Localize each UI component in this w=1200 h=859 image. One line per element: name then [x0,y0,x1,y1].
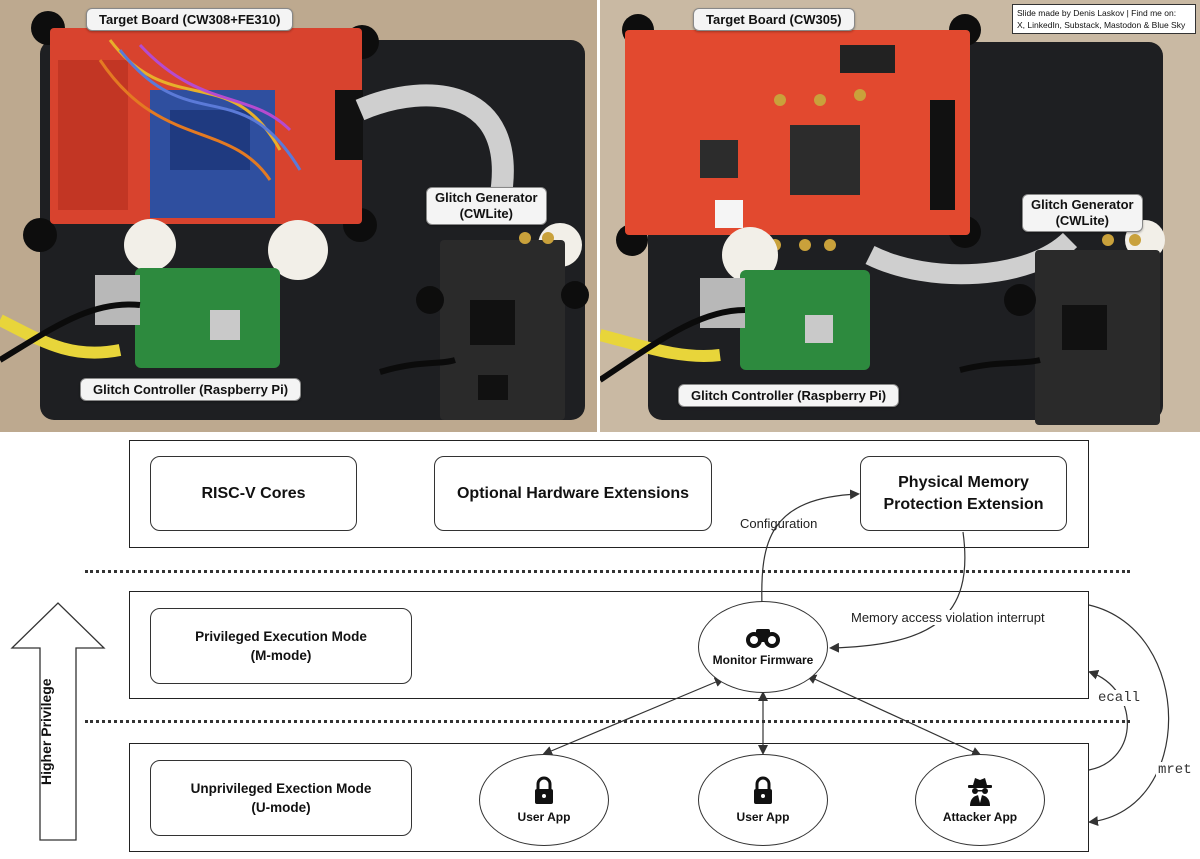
u-mode-line-1: Unprivileged Exection Mode [190,781,372,796]
right-photo-illustration [600,0,1200,432]
binoculars-icon [745,627,781,649]
attacker-app-node: Attacker App [915,754,1045,846]
u-mode-line-2: (U-mode) [251,800,311,815]
glitch-generator-label-left: Glitch Generator (CWLite) [426,187,547,225]
credit-line-1: Slide made by Denis Laskov | Find me on: [1017,8,1177,18]
ecall-label: ecall [1096,690,1143,706]
higher-privilege-label: Higher Privilege [38,678,54,785]
glitch-generator-label-left-line1: Glitch Generator [435,190,538,205]
user-app-node-1: User App [479,754,609,846]
monitor-firmware-label: Monitor Firmware [712,653,814,667]
lock-icon [533,776,555,806]
u-mode-box: Unprivileged Exection Mode (U-mode) [150,760,412,836]
target-board-label-left: Target Board (CW308+FE310) [86,8,294,31]
pmp-extension-box: Physical Memory Protection Extension [860,456,1067,531]
monitor-firmware-node: Monitor Firmware [698,601,828,693]
optional-hardware-extensions-box: Optional Hardware Extensions [434,456,712,531]
configuration-label: Configuration [740,516,818,531]
user-app-label-2: User App [736,810,790,824]
m-mode-line-1: Privileged Execution Mode [195,629,367,644]
author-credit: Slide made by Denis Laskov | Find me on:… [1012,4,1196,34]
user-app-label-1: User App [517,810,571,824]
risc-v-cores-box: RISC-V Cores [150,456,357,531]
spy-icon [965,776,995,806]
glitch-generator-label-left-line2: (CWLite) [459,206,513,221]
pmp-line-2: Protection Extension [883,495,1044,513]
glitch-generator-label-right-line2: (CWLite) [1055,213,1109,228]
left-photo-illustration [0,0,597,432]
glitch-controller-label-right: Glitch Controller (Raspberry Pi) [678,384,900,407]
layer-divider-bottom [85,720,1130,723]
lock-icon [752,776,774,806]
mret-label: mret [1156,762,1194,778]
pmp-line-1: Physical Memory [898,473,1029,491]
m-mode-line-2: (M-mode) [250,648,312,663]
left-photo-cw308-setup: Target Board (CW308+FE310) Glitch Genera… [0,0,597,432]
glitch-generator-label-right: Glitch Generator (CWLite) [1022,194,1143,232]
violation-interrupt-label: Memory access violation interrupt [851,610,1045,625]
glitch-generator-label-right-line1: Glitch Generator [1031,197,1134,212]
mret-arrow [1088,604,1170,827]
user-app-node-2: User App [698,754,828,846]
target-board-label-right: Target Board (CW305) [693,8,855,31]
glitch-controller-label-left: Glitch Controller (Raspberry Pi) [80,378,302,401]
layer-divider-top [85,570,1130,573]
m-mode-box: Privileged Execution Mode (M-mode) [150,608,412,684]
right-photo-cw305-setup: Target Board (CW305) Glitch Generator (C… [600,0,1200,432]
attacker-app-label: Attacker App [942,810,1018,824]
credit-line-2: X, LinkedIn, Substack, Mastodon & Blue S… [1017,20,1186,30]
